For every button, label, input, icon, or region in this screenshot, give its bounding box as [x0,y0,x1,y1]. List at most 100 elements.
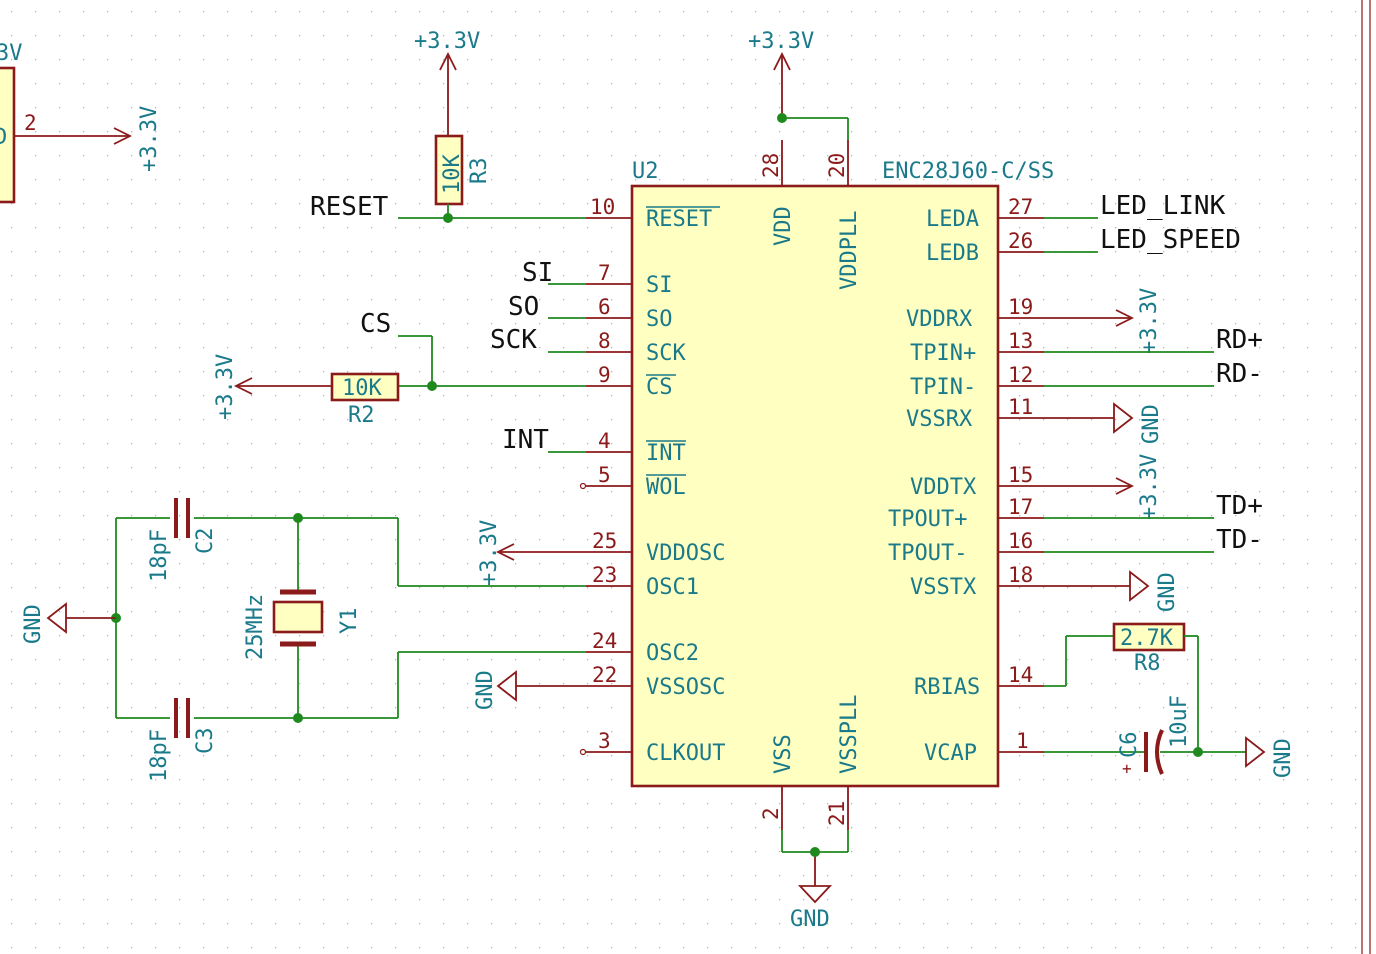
pin-osc1-number: 23 [592,563,617,587]
resistor-r8 [1112,622,1186,652]
net-led-link: LED_LINK [1100,191,1226,221]
partial-pin-name: D [0,125,7,150]
gnd-symbol-vssrx [1113,402,1134,434]
chip-bottom-pins: 2 VSS 21 VSSPLL [759,695,862,830]
pin-tpoutn-name: TPOUT- [888,541,967,566]
net-tdp: TD+ [1216,491,1263,521]
net-rdp: RD+ [1216,325,1263,355]
partial-pin-number: 2 [24,111,37,135]
pin-rbias-number: 14 [1008,663,1033,687]
gnd-label-vssosc: GND [473,670,498,710]
crystal-network: 18pF C2 18pF C3 25MHz Y1 GND [21,498,586,782]
chip-right-pins: 27 LEDA 26 LEDB 19 VDDRX 13 TPIN+ 12 TPI… [888,195,1044,766]
vddosc-supply: +3.3V [477,520,586,586]
y1-value: 25MHz [243,594,268,660]
pin-sck-name: SCK [646,341,686,366]
pin-vddosc-number: 25 [592,529,617,553]
y1-ref: Y1 [337,608,362,635]
gnd-symbol-vcap [1245,736,1266,768]
v33-label-vddtx: +3.3V [1137,454,1162,520]
rbias-r8: 2.7K R8 [1044,622,1199,752]
pin-clkout-number: 3 [598,729,611,753]
pin-tpinn-name: TPIN- [910,375,976,400]
c3-ref: C3 [193,728,218,755]
r3-value: 10K [440,154,465,194]
partial-power-label: 3V [0,41,23,66]
pin-tpinn-number: 12 [1008,363,1033,387]
pin-vddpll-name: VDDPLL [837,211,862,290]
v33-label-vddosc: +3.3V [477,520,502,586]
pin-rbias-name: RBIAS [914,675,980,700]
pin-vsstx-name: VSSTX [910,575,977,600]
net-sck: SCK [490,325,537,355]
crystal-y1: 25MHz Y1 [243,589,362,660]
pin-vsspll-number: 21 [825,801,849,826]
pin-vsspll-name: VSSPLL [837,695,862,774]
pin-vsstx-number: 18 [1008,563,1033,587]
pin-vss-name: VSS [771,734,796,774]
pin-int-number: 4 [598,429,611,453]
pin-sck-number: 8 [598,329,611,353]
c6-ref: C6 [1117,732,1142,759]
pin-vddosc-name: VDDOSC [646,541,725,566]
gnd-label-crystal: GND [21,604,46,644]
net-reset: RESET [310,192,389,222]
pin-reset-name: RESET [646,207,712,232]
gnd-label-vcap: GND [1271,738,1296,778]
r8-ref: R8 [1134,651,1161,676]
net-led-speed: LED_SPEED [1100,225,1241,255]
v33-label-r2: +3.3V [213,354,238,420]
r8-value: 2.7K [1120,626,1174,651]
pin-osc1-name: OSC1 [646,575,699,600]
gnd-symbol-vss [797,885,833,904]
capacitor-c3: 18pF C3 [147,698,218,782]
v33-label-partial: +3.3V [137,106,162,172]
pin-si-name: SI [646,273,673,298]
capacitor-c2: 18pF C2 [147,498,218,582]
enc28j60-body [630,184,1000,788]
v33-label-vddrx: +3.3V [1137,288,1162,354]
gnd-label-vsstx: GND [1155,572,1180,612]
pin-vssrx-number: 11 [1008,395,1033,419]
pin-vdd-name: VDD [771,206,796,246]
pin-vcap-number: 1 [1016,729,1029,753]
pin-tpoutp-name: TPOUT+ [888,507,967,532]
pin-osc2-name: OSC2 [646,641,699,666]
sheet-border [1361,0,1371,954]
net-int: INT [502,425,549,455]
pin-vddtx-number: 15 [1008,463,1033,487]
c6-polarity: + [1122,759,1132,778]
vcap-c6: + C6 10uF GND [1044,695,1296,778]
vss-ground: GND [781,830,849,932]
pin-wol-name: WOL [646,475,686,500]
resistor-r3 [434,134,464,206]
net-rdn: RD- [1216,359,1263,389]
chip-value: ENC28J60-C/SS [882,159,1054,184]
c2-ref: C2 [193,528,218,555]
pin-vss-number: 2 [759,807,783,820]
pin-reset-number: 10 [590,195,615,219]
pin-ledb-name: LEDB [926,241,979,266]
pin-clkout-name: CLKOUT [646,741,725,766]
chip-top-pins: 28 VDD 20 VDDPLL [759,140,862,290]
partial-component: 2 D 3V +3.3V [0,41,162,204]
chip-left-pins: 10 RESET 7 SI 6 SO 8 SCK 9 CS 4 INT 5 WO… [579,195,725,766]
spi-nets: SI SO SCK INT [490,258,586,455]
net-cs: CS [360,309,391,339]
r2-value: 10K [342,376,382,401]
pin-so-number: 6 [598,295,611,319]
pin-tpinp-number: 13 [1008,329,1033,353]
c6-value: 10uF [1167,695,1192,748]
pin-cs-number: 9 [598,363,611,387]
pin-vcap-name: VCAP [924,741,977,766]
r2-ref: R2 [348,403,375,428]
r3-ref: R3 [467,158,492,185]
pin-vddtx-name: VDDTX [910,475,977,500]
pin-osc2-number: 24 [592,629,617,653]
pin-tpoutn-number: 16 [1008,529,1033,553]
cs-net-with-r2: CS 10K R2 +3.3V [213,309,586,428]
gnd-symbol-crystal [46,602,67,634]
c2-value: 18pF [147,529,172,582]
pin-si-number: 7 [598,261,611,285]
right-side-nets: LED_LINK LED_SPEED +3.3V RD+ RD- GND +3.… [1044,191,1263,612]
